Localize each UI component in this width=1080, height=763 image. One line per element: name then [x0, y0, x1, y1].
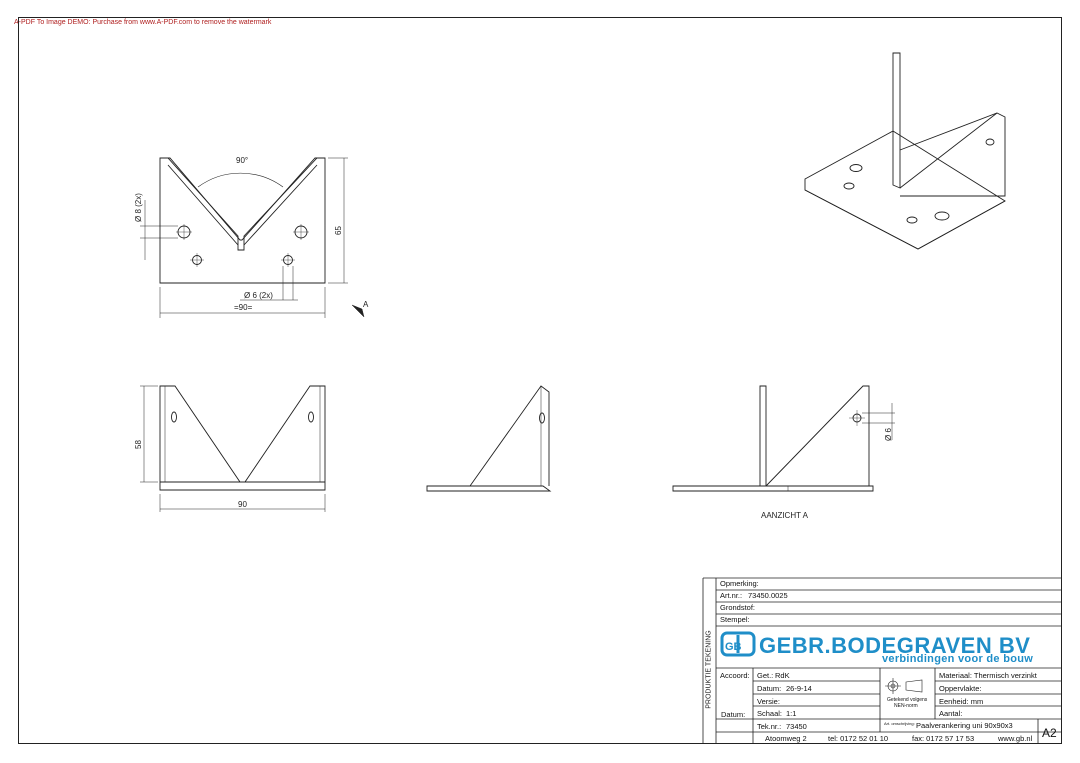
angle-dimension: 90° — [236, 156, 248, 165]
logo-mark-text: GB — [725, 641, 742, 653]
accoord-label: Accoord: — [720, 671, 750, 680]
getekend-label: Getekend volgens — [887, 697, 928, 703]
hole-dim-6: Ø 6 (2x) — [244, 291, 273, 300]
address: Atoomweg 2 — [765, 734, 807, 743]
schaal-value: 1:1 — [786, 709, 797, 718]
opmerking-label: Opmerking: — [720, 579, 759, 588]
datum-label: Datum: — [757, 684, 782, 693]
drawing-frame — [18, 17, 1062, 744]
schaal-label: Schaal: — [757, 709, 783, 718]
front-view — [140, 385, 326, 512]
omschrijving-label: Art. omschrijving: — [884, 721, 915, 726]
grondstof-label: Grondstof: — [720, 603, 756, 612]
datum-value: 26-9-14 — [786, 684, 812, 693]
materiaal-label: Materiaal: Thermisch verzinkt — [939, 671, 1037, 680]
omschrijving-value: Paalverankering uni 90x90x3 — [916, 721, 1013, 730]
tek-nr-label: Tek.nr.: — [757, 722, 782, 731]
tek-nr-value: 73450 — [786, 722, 807, 731]
top-view — [140, 157, 365, 318]
height-dim-65: 65 — [334, 226, 343, 235]
get-label: Get.: — [757, 671, 774, 680]
company-name: GEBR.BODEGRAVEN BV — [759, 633, 1031, 658]
stempel-label: Stempel: — [720, 615, 750, 624]
hole-dim-8: Ø 8 (2x) — [134, 193, 143, 222]
produktie-tekening-label: PRODUKTIE TEKENING — [705, 630, 713, 709]
aanzicht-a-view — [672, 385, 895, 492]
width-dim-90-front: 90 — [238, 500, 247, 509]
title-block-grid — [702, 577, 1062, 744]
width-dim-90-top: =90= — [234, 303, 253, 312]
art-nr-label: Art.nr.: — [720, 591, 743, 600]
side-view — [426, 385, 552, 492]
aantal-label: Aantal: — [939, 709, 963, 718]
versie-label: Versie: — [757, 697, 780, 706]
watermark-text: A-PDF To Image DEMO: Purchase from www.A… — [14, 19, 272, 26]
isometric-view — [804, 52, 1006, 250]
datum-sign-label: Datum: — [721, 710, 746, 719]
aanzicht-caption: AANZICHT A — [761, 511, 809, 520]
fax: fax: 0172 57 17 53 — [912, 734, 975, 743]
height-dim-58: 58 — [134, 440, 143, 449]
eenheid-label: Eenheid: mm — [939, 697, 984, 706]
sheet-size: A2 — [1042, 726, 1057, 740]
view-marker-a: A — [363, 300, 369, 309]
website: www.gb.nl — [998, 734, 1033, 743]
get-value: RdK — [775, 671, 790, 680]
projection-symbol — [885, 678, 923, 694]
oppervlakte-label: Oppervlakte: — [939, 684, 982, 693]
company-slogan: verbindingen voor de bouw — [882, 653, 1034, 665]
hole-dim-6-side: Ø 6 — [884, 428, 893, 441]
nen-label: NEN-norm — [894, 703, 918, 709]
logo-mark — [720, 631, 756, 657]
telephone: tel: 0172 52 01 10 — [828, 734, 889, 743]
art-nr-value: 73450.0025 — [748, 591, 788, 600]
